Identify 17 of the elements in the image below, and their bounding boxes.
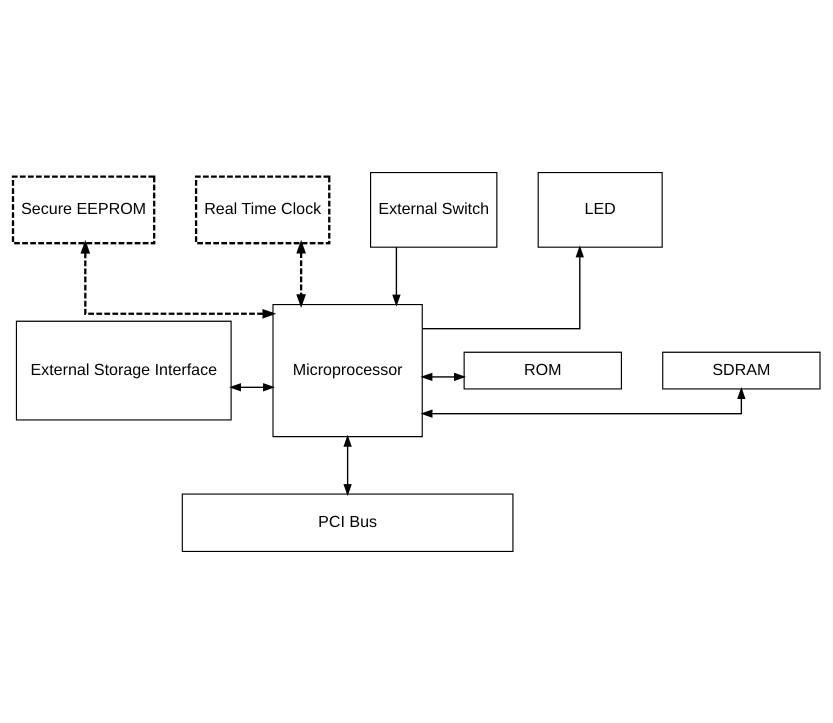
node-box: Real Time Clock (194, 174, 330, 244)
arrow (422, 244, 584, 329)
arrow (296, 239, 306, 308)
node-box: LED (538, 172, 663, 248)
arrow (392, 247, 401, 306)
arrow (229, 382, 275, 391)
arrow (420, 372, 466, 381)
arrow (420, 386, 746, 418)
node-box: External Switch (370, 172, 498, 248)
node-box: PCI Bus (182, 492, 514, 552)
arrow (80, 239, 276, 318)
node-box: External Storage Interface (16, 320, 232, 420)
node-box: SDRAM (662, 351, 821, 390)
node-box: ROM (464, 351, 622, 390)
node-box: Microprocessor (272, 304, 423, 437)
arrow (343, 434, 352, 496)
node-box: Secure EEPROM (12, 174, 156, 244)
